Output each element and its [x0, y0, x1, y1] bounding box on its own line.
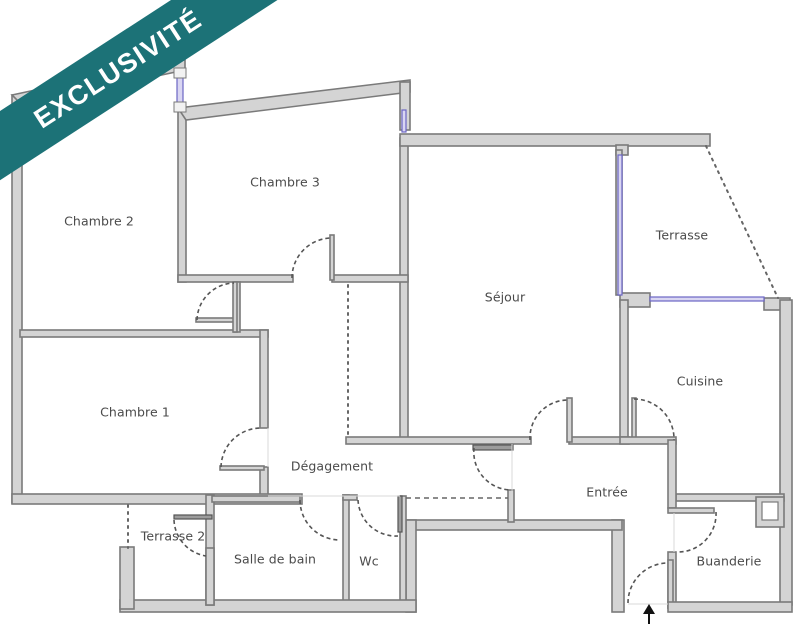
room-label-chambre-2: Chambre 2	[64, 213, 134, 229]
room-label-terrasse-2: Terrasse 2	[140, 528, 206, 544]
room-label-cuisine: Cuisine	[676, 373, 724, 389]
room-label-salle-de-bain: Salle de bain	[233, 551, 317, 567]
boundaries	[127, 145, 779, 605]
room-label-entree: Entrée	[586, 484, 628, 500]
room-label-sejour: Séjour	[484, 289, 526, 305]
room-label-terrasse: Terrasse	[655, 227, 709, 243]
room-label-chambre-1: Chambre 1	[100, 404, 170, 420]
room-label-chambre-3: Chambre 3	[250, 174, 320, 190]
room-label-wc: Wc	[359, 553, 379, 569]
walls	[10, 59, 793, 613]
room-label-degagement: Dégagement	[290, 458, 374, 474]
room-label-buanderie: Buanderie	[696, 553, 762, 569]
entry-arrow-icon	[643, 604, 655, 624]
doors	[173, 237, 717, 604]
windows	[173, 67, 765, 302]
